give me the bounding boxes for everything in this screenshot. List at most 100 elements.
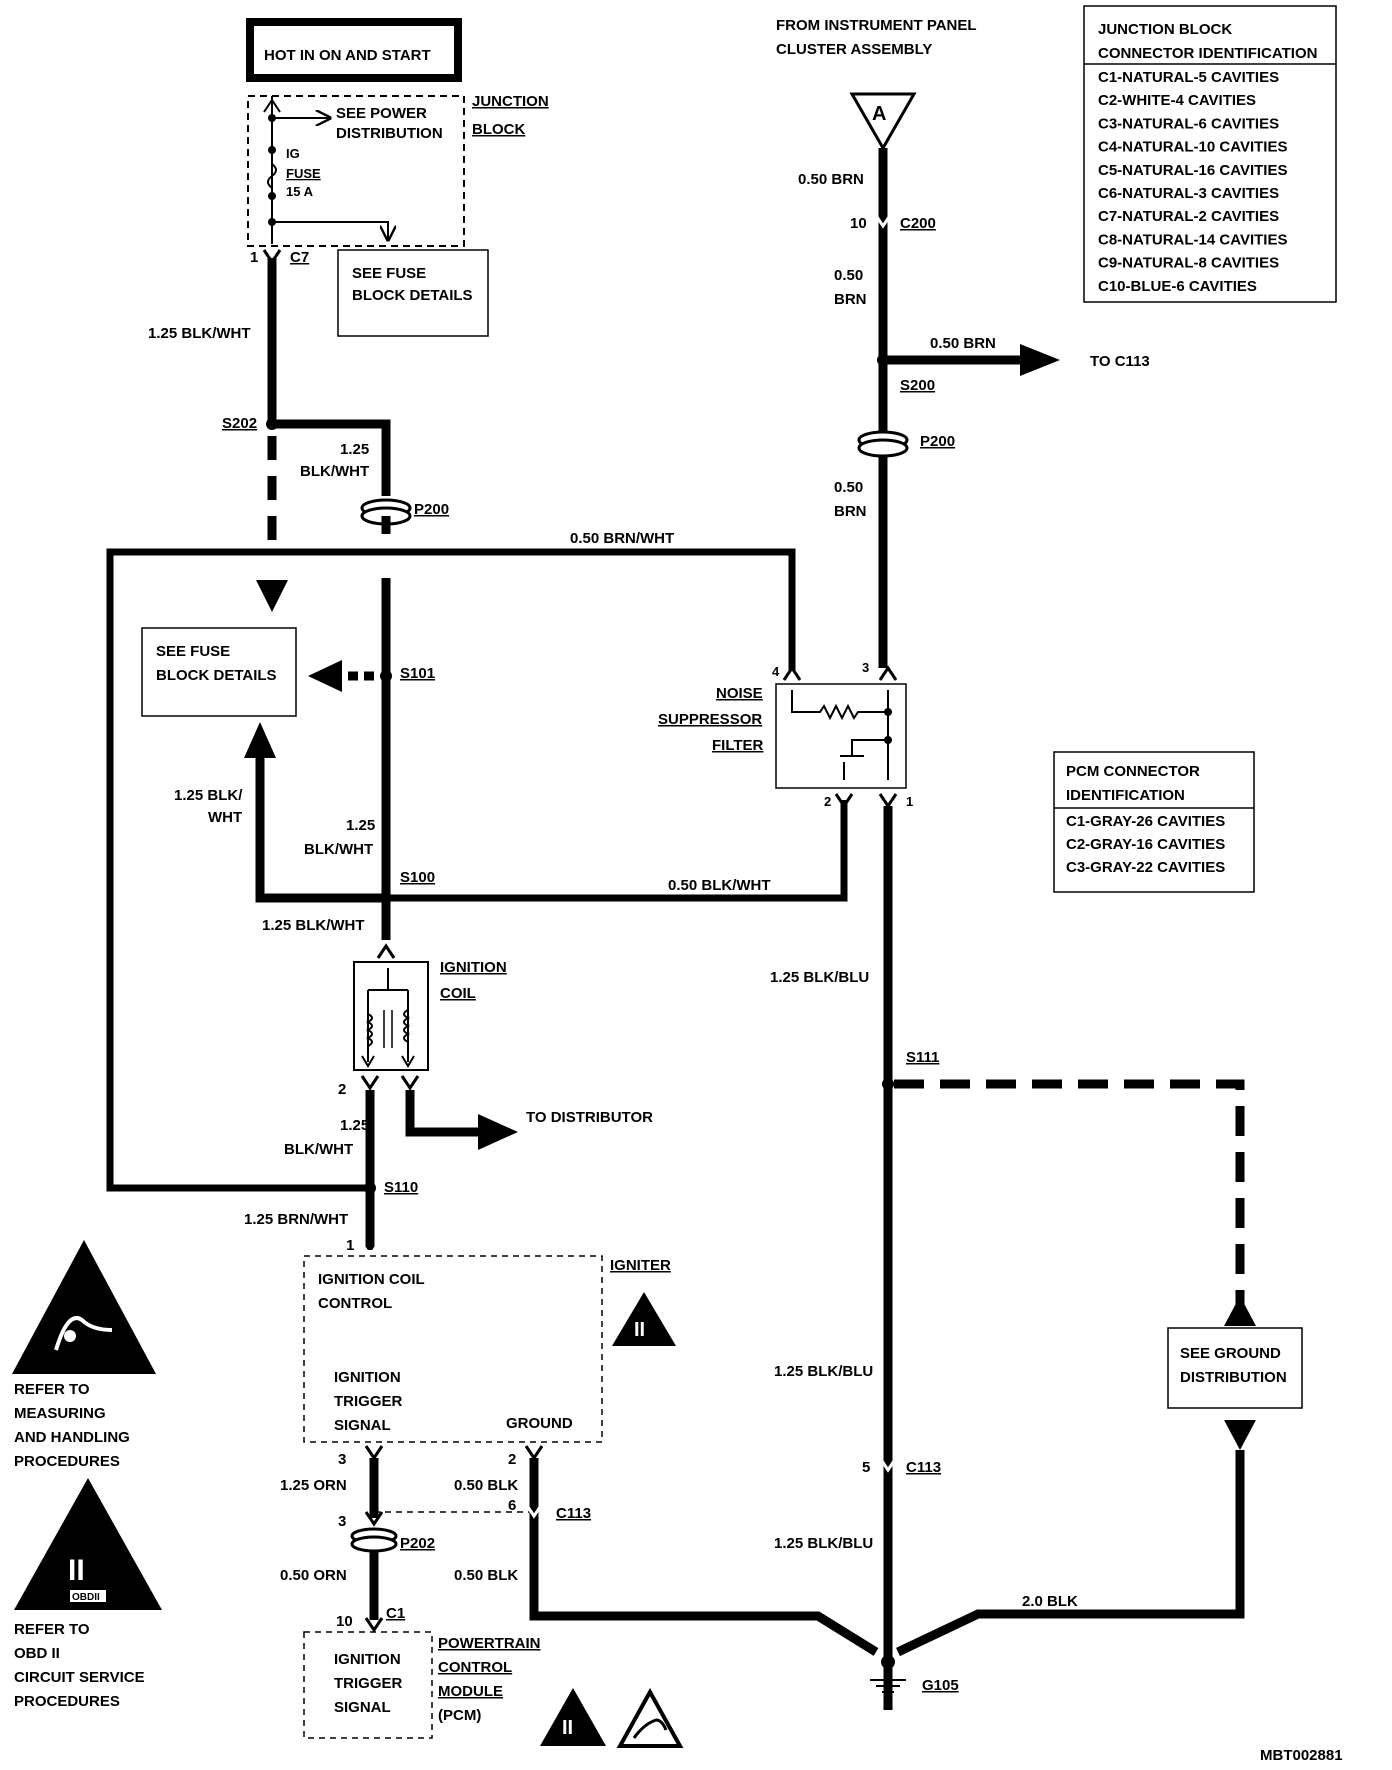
wire-loop-brn-wht: 0.50 BRN/WHT — [106, 530, 796, 1192]
junction-table-row: C4-NATURAL-10 CAVITIES — [1098, 139, 1287, 156]
wire-right-brn: 0.50 BRN 10 C200 0.50 BRN 0.50 BRN TO C1… — [798, 148, 1150, 668]
pcm-label-4: (PCM) — [438, 1707, 481, 1724]
c7-pin: 1 — [250, 249, 258, 266]
junction-table-row: C9-NATURAL-8 CAVITIES — [1098, 255, 1279, 272]
ignition-coil-label-1: IGNITION — [440, 959, 507, 976]
wire-label-blk-blu-3: 1.25 BLK/BLU — [774, 1535, 873, 1552]
fuse-details-left: SEE FUSE BLOCK DETAILS — [141, 627, 297, 717]
wire-coil-to-igniter: 1.25 BLK/WHT S110 1.25 BRN/WHT 1 — [244, 1090, 418, 1259]
wire-label-blk-20: 2.0 BLK — [1022, 1593, 1078, 1610]
wire-dashed-ground — [894, 1079, 1256, 1326]
s100-label: S100 — [400, 869, 435, 886]
s110-label: S110 — [384, 1179, 418, 1196]
junction-table-row: C5-NATURAL-16 CAVITIES — [1098, 162, 1287, 179]
wire-label-blk-slash: 1.25 BLK/ — [174, 787, 243, 804]
junction-table-row: C2-WHITE-4 CAVITIES — [1098, 92, 1256, 109]
pcm-label-2: CONTROL — [438, 1659, 512, 1676]
ground-distribution-1: SEE GROUND — [1180, 1345, 1281, 1362]
esd-warning: REFER TO MEASURING AND HANDLING PROCEDUR… — [12, 1240, 156, 1470]
ground-distribution-2: DISTRIBUTION — [1180, 1369, 1287, 1386]
splice-s202: S202 1.25 BLK/WHT — [222, 415, 391, 612]
c200-pin: 10 — [850, 215, 867, 232]
obd-note-3: CIRCUIT SERVICE — [14, 1669, 145, 1686]
wire-blk-blu: 1.25 BLK/BLU S111 1.25 BLK/BLU 5 C113 1.… — [770, 806, 941, 1710]
c113-right-label: C113 — [906, 1459, 941, 1476]
p200-left-label: P200 — [414, 501, 449, 518]
wire-label-125-a: 1.25 — [340, 441, 369, 458]
instrument-panel-2: CLUSTER ASSEMBLY — [776, 41, 932, 58]
instrument-panel-connector: FROM INSTRUMENT PANEL CLUSTER ASSEMBLY A — [776, 17, 977, 152]
obd-note-1: REFER TO — [14, 1621, 90, 1638]
wire-label-blk-050-b: 0.50 BLK — [454, 1567, 518, 1584]
fuse-details-top: SEE FUSE BLOCK DETAILS — [337, 249, 489, 337]
wire-label-brn-wht-050: 0.50 BRN/WHT — [570, 530, 674, 547]
junction-table-row: C1-NATURAL-5 CAVITIES — [1098, 69, 1279, 86]
junction-table-title-2: CONNECTOR IDENTIFICATION — [1098, 45, 1317, 62]
igniter-trigger-1: IGNITION — [334, 1369, 401, 1386]
obd-note-4: PROCEDURES — [14, 1693, 120, 1710]
pcm-table-rows: C1-GRAY-26 CAVITIES C2-GRAY-16 CAVITIES C3… — [1066, 813, 1225, 876]
wire-label-125-c: 1.25 — [340, 1117, 369, 1134]
fuse-rating: 15 A — [286, 184, 314, 199]
see-power-label-1: SEE POWER — [336, 105, 427, 122]
pcm-table-row: C1-GRAY-26 CAVITIES — [1066, 813, 1225, 830]
fuse-details-top-2: BLOCK DETAILS — [352, 287, 473, 304]
wire-label-050-b: 0.50 — [834, 479, 863, 496]
c1-pin: 10 — [336, 1613, 353, 1630]
wire-label-blk-blu-1: 1.25 BLK/BLU — [770, 969, 869, 986]
fuse-label-1: IG — [286, 146, 300, 161]
wire-label-blkwht-a: BLK/WHT — [300, 463, 369, 480]
fuse-label-2: FUSE — [286, 166, 321, 181]
wire-label-brn-wht-125: 1.25 BRN/WHT — [244, 1211, 348, 1228]
esd-note-1: REFER TO — [14, 1381, 90, 1398]
filter-pin-3: 3 — [862, 660, 869, 675]
filter-pin-1: 1 — [906, 794, 913, 809]
wire-label-blkwht-c: BLK/WHT — [284, 1141, 353, 1158]
igniter-trigger-3: SIGNAL — [334, 1417, 391, 1434]
wire-to-distributor: TO DISTRIBUTOR — [405, 1090, 653, 1150]
obd-note-symbol: II — [68, 1554, 85, 1587]
pcm-table-row: C2-GRAY-16 CAVITIES — [1066, 836, 1225, 853]
wire-label-brn-b: BRN — [834, 503, 867, 520]
pcm-table-row: C3-GRAY-22 CAVITIES — [1066, 859, 1225, 876]
junction-block-label-2: BLOCK — [472, 121, 525, 138]
c7-connector: C7 — [290, 249, 309, 266]
noise-suppressor-filter: 4 3 2 1 NOISE SUPPRESSOR FILTER — [658, 660, 913, 809]
wire-label-blkwht-b: BLK/WHT — [304, 841, 373, 858]
ignition-coil-label-2: COIL — [440, 985, 476, 1002]
filter-label-2: SUPPRESSOR — [658, 711, 762, 728]
bottom-obd-symbol: II — [540, 1688, 606, 1746]
junction-connector-table: JUNCTION BLOCK CONNECTOR IDENTIFICATION … — [1083, 5, 1337, 303]
wire-label-blk-wht-050: 0.50 BLK/WHT — [668, 877, 771, 894]
ignition-coil: IGNITION COIL 2 — [338, 943, 507, 1098]
wire-label-blk-050-a: 0.50 BLK — [454, 1477, 518, 1494]
instrument-panel-1: FROM INSTRUMENT PANEL — [776, 17, 977, 34]
fuse-details-top-1: SEE FUSE — [352, 265, 426, 282]
esd-note-3: AND HANDLING — [14, 1429, 130, 1446]
igniter-pin-1: 1 — [346, 1237, 354, 1254]
to-distributor-label: TO DISTRIBUTOR — [526, 1109, 653, 1126]
wire-label-wht: WHT — [208, 809, 242, 826]
s200-label: S200 — [900, 377, 935, 394]
bottom-obd-label: II — [562, 1717, 573, 1739]
bottom-esd-symbol — [616, 1687, 684, 1748]
pcm-module: IGNITION TRIGGER SIGNAL POWERTRAIN CONTR… — [303, 1631, 541, 1739]
fuse-details-left-1: SEE FUSE — [156, 643, 230, 660]
junction-block: SEE POWER DISTRIBUTION IG FUSE 15 A JUNC… — [247, 93, 549, 266]
filter-pin-2: 2 — [824, 794, 831, 809]
wire-s100-to-fuse: 1.25 BLK/ WHT — [174, 722, 386, 903]
wire-label-blk-wht-1: 1.25 BLK/WHT — [148, 325, 251, 342]
fuse-details-left-2: BLOCK DETAILS — [156, 667, 277, 684]
igniter: IGNITER IGNITION COIL CONTROL IGNITION T… — [303, 1255, 676, 1443]
pcm-trigger-1: IGNITION — [334, 1651, 401, 1668]
s111-label: S111 — [906, 1049, 939, 1066]
obd-note-2: OBD II — [14, 1645, 60, 1662]
wire-label-125-b: 1.25 — [346, 817, 375, 834]
esd-note-4: PROCEDURES — [14, 1453, 120, 1470]
c113-left-label: C113 — [556, 1505, 591, 1522]
igniter-label: IGNITER — [610, 1257, 671, 1274]
wire-label-brn-a: BRN — [834, 291, 867, 308]
wire-orn: 3 1.25 ORN 3 P202 0.50 ORN 10 C1 — [280, 1445, 534, 1633]
igniter-ground: GROUND — [506, 1415, 573, 1432]
junction-table-row: C8-NATURAL-14 CAVITIES — [1098, 231, 1287, 248]
